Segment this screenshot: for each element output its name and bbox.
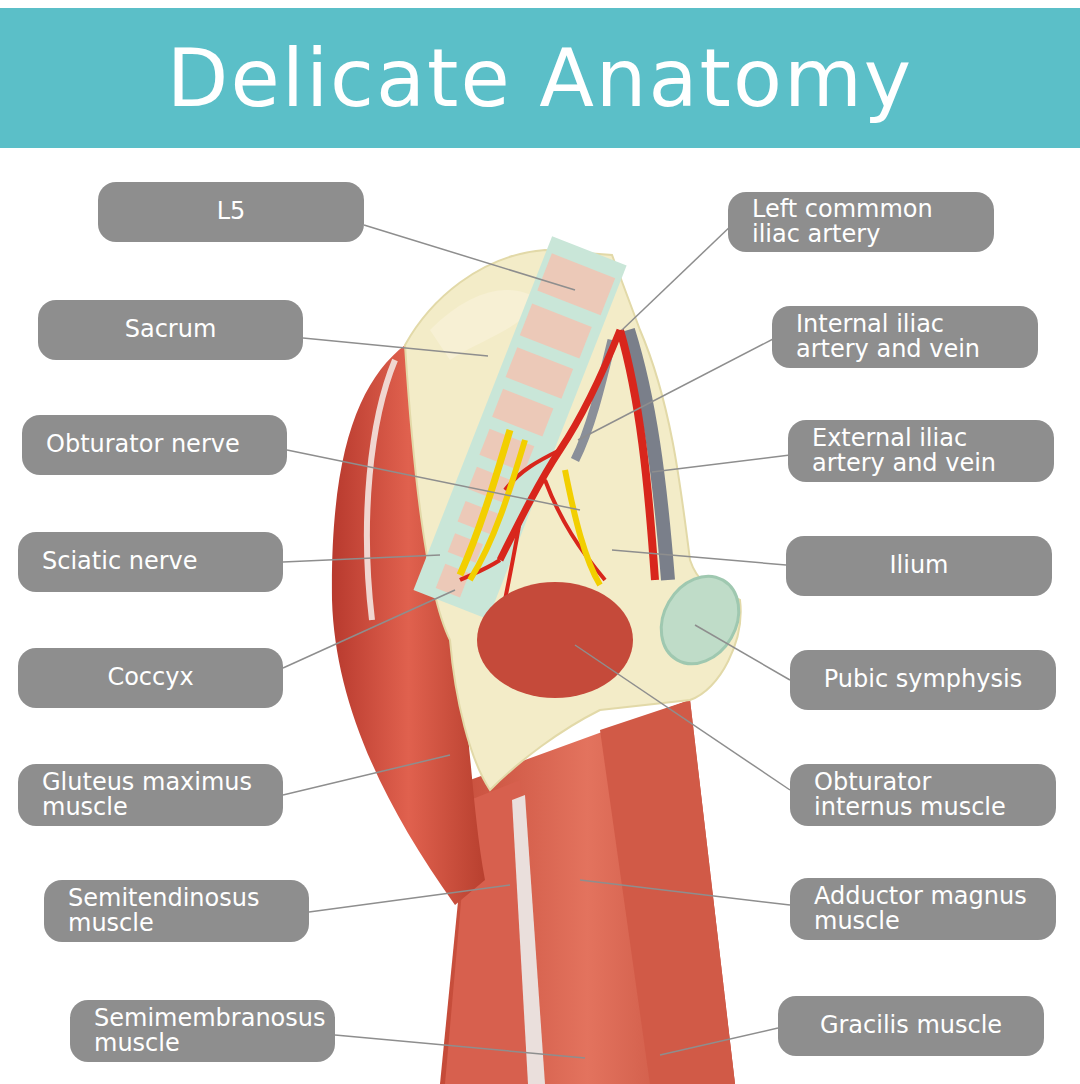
leader-line bbox=[303, 338, 488, 356]
label-pill: Internal iliac artery and vein bbox=[772, 306, 1038, 368]
label-pill: Gracilis muscle bbox=[778, 996, 1044, 1056]
vertebral-body bbox=[492, 389, 553, 437]
label-text: Adductor magnus muscle bbox=[814, 884, 1032, 934]
leader-line bbox=[283, 590, 455, 668]
leader-lines bbox=[283, 222, 790, 1058]
leader-line bbox=[695, 625, 790, 680]
leader-line bbox=[364, 225, 575, 290]
label-pill: Semitendinosus muscle bbox=[44, 880, 309, 942]
tendon-strip bbox=[512, 795, 545, 1084]
label-pill: Left commmon iliac artery bbox=[728, 192, 994, 252]
artery-branch bbox=[545, 480, 605, 580]
leader-line bbox=[309, 885, 510, 912]
label-pill: Coccyx bbox=[18, 648, 283, 708]
label-text: Internal iliac artery and vein bbox=[796, 312, 1014, 362]
label-pill: L5 bbox=[98, 182, 364, 242]
label-text: Pubic symphysis bbox=[814, 667, 1032, 692]
label-text: Sciatic nerve bbox=[42, 549, 259, 574]
leader-line bbox=[580, 880, 790, 905]
label-pill: External iliac artery and vein bbox=[788, 420, 1054, 482]
label-pill: Gluteus maximus muscle bbox=[18, 764, 283, 826]
gracilis-shape bbox=[600, 700, 735, 1084]
external-iliac-artery bbox=[620, 330, 655, 580]
label-text: Gluteus maximus muscle bbox=[42, 770, 259, 820]
leader-line bbox=[652, 455, 790, 472]
title: Delicate Anatomy bbox=[167, 32, 913, 125]
leader-line bbox=[283, 555, 440, 562]
title-band: Delicate Anatomy bbox=[0, 8, 1080, 148]
label-text: Ilium bbox=[810, 553, 1028, 578]
pubic-symphysis-shape bbox=[646, 562, 754, 678]
leader-line bbox=[287, 450, 580, 510]
artery-branch bbox=[505, 520, 520, 600]
label-text: Left commmon iliac artery bbox=[752, 197, 970, 247]
leader-line bbox=[335, 1035, 585, 1058]
label-text: Semitendinosus muscle bbox=[68, 886, 285, 936]
label-text: Obturator internus muscle bbox=[814, 770, 1032, 820]
label-pill: Obturator nerve bbox=[22, 415, 287, 475]
leader-line bbox=[612, 550, 786, 565]
label-text: Gracilis muscle bbox=[802, 1013, 1020, 1038]
sacral-plexus bbox=[470, 440, 525, 580]
external-iliac-vein bbox=[628, 330, 668, 580]
obturator-internus-shape bbox=[477, 582, 633, 698]
label-text: L5 bbox=[122, 199, 340, 224]
leader-line bbox=[575, 645, 790, 790]
label-pill: Obturator internus muscle bbox=[790, 764, 1056, 826]
spine-column bbox=[413, 236, 626, 619]
leader-line bbox=[622, 222, 735, 330]
label-pill: Sacrum bbox=[38, 300, 303, 360]
label-text: Obturator nerve bbox=[46, 432, 263, 457]
obturator-nerve bbox=[565, 470, 600, 585]
vertebral-body bbox=[520, 304, 592, 359]
gluteus-fascia bbox=[367, 360, 395, 620]
label-pill: Semimembranosus muscle bbox=[70, 1000, 335, 1062]
leader-line bbox=[578, 338, 775, 440]
label-text: Semimembranosus muscle bbox=[94, 1006, 311, 1056]
label-pill: Pubic symphysis bbox=[790, 650, 1056, 710]
label-pill: Sciatic nerve bbox=[18, 532, 283, 592]
vertebral-body bbox=[537, 253, 615, 315]
leader-line bbox=[660, 1028, 778, 1055]
spine-base bbox=[413, 236, 626, 619]
label-text: External iliac artery and vein bbox=[812, 426, 1030, 476]
label-pill: Adductor magnus muscle bbox=[790, 878, 1056, 940]
label-pill: Ilium bbox=[786, 536, 1052, 596]
label-text: Coccyx bbox=[42, 665, 259, 690]
leader-line bbox=[283, 755, 450, 795]
vertebral-body bbox=[506, 347, 574, 399]
label-text: Sacrum bbox=[62, 317, 279, 342]
